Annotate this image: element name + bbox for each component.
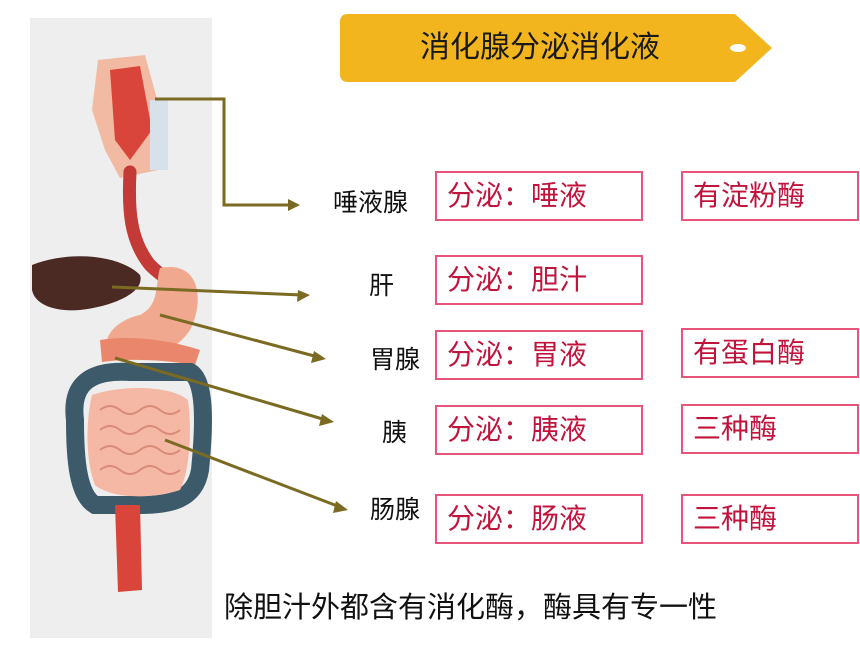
arrow-intestinal: [164, 438, 341, 509]
enzyme-box-pancreas: 三种酶: [681, 404, 859, 454]
secretion-box-intestinal: 分泌：肠液: [435, 494, 643, 544]
arrow-pancreas: [114, 356, 327, 422]
arrowhead-intestinal: [333, 501, 348, 513]
arrowhead-liver: [297, 290, 310, 302]
secretion-box-pancreas: 分泌：胰液: [435, 405, 643, 455]
arrow-gastric: [159, 313, 319, 359]
small-intestine: [87, 388, 190, 497]
label-intestinal-gland: 肠腺: [370, 495, 421, 524]
enzyme-box-gastric: 有蛋白酶: [681, 328, 859, 378]
neck-section: [150, 100, 168, 170]
secretion-box-liver: 分泌：胆汁: [435, 255, 643, 305]
pancreas: [100, 338, 200, 365]
enzyme-box-intestinal: 三种酶: [681, 494, 859, 544]
secretion-box-salivary: 分泌：唾液: [435, 171, 643, 221]
arrowheads: [288, 199, 348, 513]
rectum: [115, 505, 142, 592]
liver: [32, 256, 141, 311]
banner-shape: [340, 14, 772, 82]
arrow-salivary: [155, 97, 292, 207]
page-title: 消化腺分泌消化液: [420, 30, 660, 65]
arrowhead-salivary: [288, 199, 300, 211]
pointer-arrows: [111, 97, 341, 509]
arrowhead-pancreas: [319, 414, 334, 426]
secretion-box-gastric: 分泌：胃液: [435, 330, 643, 380]
label-salivary-gland: 唾液腺: [333, 188, 409, 217]
arrowhead-gastric: [311, 351, 326, 363]
label-gastric-gland: 胃腺: [370, 345, 421, 374]
large-intestine: [65, 362, 212, 514]
enzyme-box-salivary: 有淀粉酶: [681, 171, 859, 221]
banner-hole: [730, 44, 746, 52]
title-banner: 消化腺分泌消化液: [340, 14, 772, 82]
summary-note: 除胆汁外都含有消化酶，酶具有专一性: [224, 590, 718, 624]
mouth-inner: [110, 66, 152, 160]
label-pancreas: 胰: [382, 418, 408, 447]
arrow-liver: [111, 285, 303, 297]
label-liver: 肝: [369, 271, 395, 300]
small-intestine-folds: [99, 405, 181, 475]
